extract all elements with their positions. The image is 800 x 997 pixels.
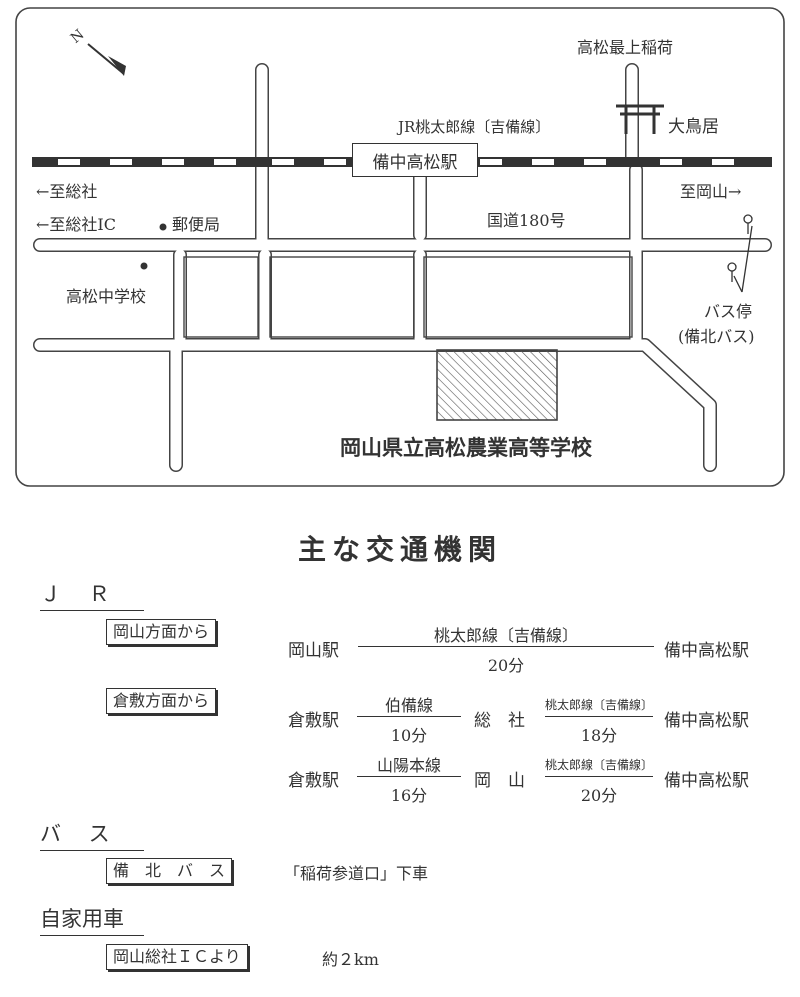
route2-rule2 xyxy=(545,716,653,718)
route3-via: 岡 山 xyxy=(474,771,525,791)
shrine-label: 高松最上稲荷 xyxy=(577,38,674,57)
bus-stop-label: バス停 xyxy=(704,302,753,321)
route1-line: 桃太郎線〔吉備線〕 xyxy=(433,626,578,645)
car-from-box: 岡山総社ＩＣより xyxy=(106,944,248,970)
school-name: 岡山県立高松農業高等学校 xyxy=(340,436,592,460)
route2-line2: 桃太郎線〔吉備線〕 xyxy=(545,698,654,712)
bus-heading: バ ス xyxy=(40,818,144,851)
to-soja-ic-label: ←至総社IC xyxy=(36,215,116,234)
post-office-label: 郵便局 xyxy=(172,215,221,234)
route3-time1: 16分 xyxy=(390,786,428,805)
junior-high-dot xyxy=(140,262,148,270)
from-kurashiki-label: 倉敷方面から xyxy=(106,688,217,714)
bus-detail: 「稲荷参道口」下車 xyxy=(284,864,429,883)
car-distance: 約２km xyxy=(322,950,379,969)
station-label: 備中高松駅 xyxy=(352,143,478,177)
to-okayama-label: 至岡山→ xyxy=(680,182,742,201)
school-site xyxy=(436,349,558,421)
jr-heading: Ｊ Ｒ xyxy=(40,578,144,611)
route3-from: 倉敷駅 xyxy=(288,771,339,791)
car-heading: 自家用車 xyxy=(40,903,144,936)
route2-to: 備中高松駅 xyxy=(664,711,749,731)
torii-label: 大鳥居 xyxy=(668,117,719,137)
route180-label: 国道180号 xyxy=(487,211,566,230)
route3-time2: 20分 xyxy=(580,786,618,805)
north-arrow-icon: N xyxy=(68,27,126,76)
bus-company-box: 備 北 バ ス xyxy=(106,858,233,884)
from-okayama-label: 岡山方面から xyxy=(106,619,217,645)
route2-via: 総 社 xyxy=(474,711,525,731)
junior-high-label: 高松中学校 xyxy=(66,287,147,306)
route1-to: 備中高松駅 xyxy=(664,641,749,661)
map-frame xyxy=(15,7,785,487)
svg-text:N: N xyxy=(68,27,88,47)
bus-stop-icon xyxy=(727,214,753,293)
post-office-dot xyxy=(159,223,167,231)
route3-line2: 桃太郎線〔吉備線〕 xyxy=(545,758,654,772)
route1-rule xyxy=(358,646,654,648)
bus-company-label: (備北バス) xyxy=(678,327,755,346)
route3-rule2 xyxy=(545,776,653,778)
route2-rule1 xyxy=(357,716,461,718)
route1-from: 岡山駅 xyxy=(288,641,339,661)
route3-rule1 xyxy=(357,776,461,778)
route2-time2: 18分 xyxy=(580,726,618,745)
route2-time1: 10分 xyxy=(390,726,428,745)
city-blocks xyxy=(183,256,633,338)
route3-to: 備中高松駅 xyxy=(664,771,749,791)
access-map: N xyxy=(15,7,785,487)
route2-line1: 伯備線 xyxy=(384,696,433,715)
rail-line-label: JR桃太郎線〔吉備線〕 xyxy=(398,118,551,136)
route1-time: 20分 xyxy=(487,656,525,675)
route2-from: 倉敷駅 xyxy=(288,711,339,731)
route3-line1: 山陽本線 xyxy=(376,756,441,775)
torii-icon xyxy=(616,104,664,134)
transport-title: 主な交通機関 xyxy=(297,533,502,566)
to-soja-label: ←至総社 xyxy=(36,182,98,201)
